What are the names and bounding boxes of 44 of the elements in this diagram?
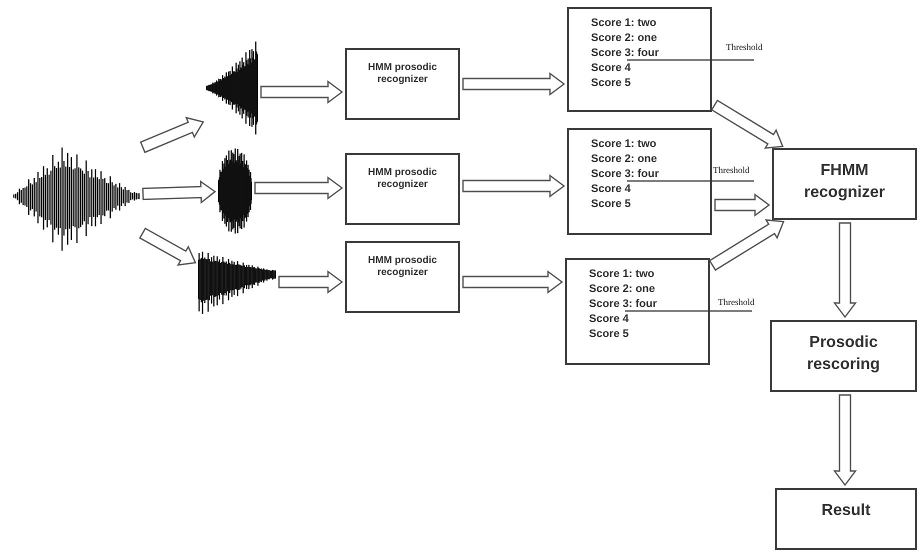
score-line: Score 4 bbox=[591, 182, 631, 197]
score-line: Score 1: two bbox=[591, 137, 656, 152]
score-line: Score 1: two bbox=[589, 267, 654, 282]
box-text: HMM prosodic recognizer bbox=[367, 255, 438, 279]
score-line: Score 2: one bbox=[591, 31, 658, 46]
process-box bbox=[772, 148, 917, 220]
score-line: Score 2: one bbox=[591, 152, 658, 167]
block-arrow bbox=[462, 72, 566, 96]
score-line: Score 5 bbox=[591, 76, 631, 91]
block-arrow bbox=[833, 394, 857, 486]
block-arrow bbox=[710, 99, 784, 149]
score-line: Score 3: four bbox=[591, 46, 659, 61]
score-line: Score 4 bbox=[589, 312, 629, 327]
block-arrow bbox=[254, 176, 344, 200]
box-text: HMM prosodic recognizer bbox=[367, 62, 438, 86]
block-arrow bbox=[138, 227, 196, 266]
block-arrow bbox=[708, 219, 784, 271]
threshold-label: Threshold bbox=[718, 297, 754, 308]
block-arrow bbox=[714, 193, 770, 217]
box-text: Result bbox=[822, 501, 870, 521]
recognizer-box bbox=[345, 48, 460, 120]
score-line: Score 5 bbox=[591, 197, 631, 212]
box-text: FHMM recognizer bbox=[803, 161, 886, 203]
score-line: Score 2: one bbox=[589, 282, 656, 297]
block-arrow bbox=[833, 222, 857, 318]
threshold-label: Threshold bbox=[726, 42, 762, 53]
box-text: Prosodic rescoring bbox=[806, 333, 881, 375]
recognizer-box bbox=[345, 153, 460, 225]
score-line: Score 3: four bbox=[591, 167, 659, 182]
recognizer-box bbox=[345, 241, 460, 313]
threshold-label: Threshold bbox=[713, 165, 750, 176]
block-arrow bbox=[462, 174, 566, 198]
process-box bbox=[770, 320, 917, 392]
score-line: Score 3: four bbox=[589, 297, 657, 312]
score-line: Score 5 bbox=[589, 327, 629, 342]
box-text: HMM prosodic recognizer bbox=[367, 167, 438, 191]
block-arrow bbox=[140, 116, 204, 154]
score-line: Score 4 bbox=[591, 61, 631, 76]
process-box bbox=[775, 488, 917, 550]
block-arrow bbox=[462, 270, 564, 294]
score-line: Score 1: two bbox=[591, 16, 656, 31]
block-arrow bbox=[142, 180, 216, 204]
block-arrow bbox=[278, 270, 344, 294]
block-arrow bbox=[260, 80, 344, 104]
